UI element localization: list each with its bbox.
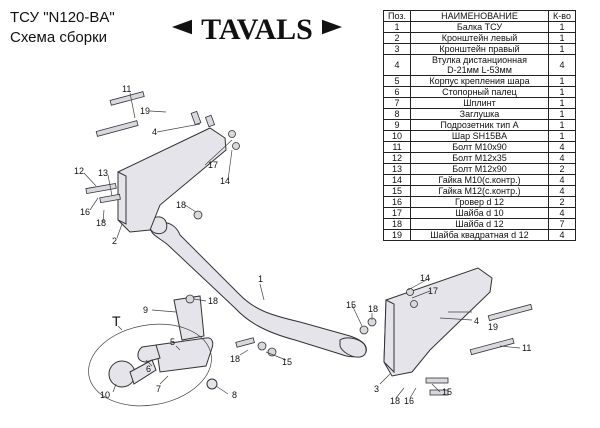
- callout-17b: 17: [428, 286, 438, 296]
- row-name-line: Заглушка: [459, 109, 500, 119]
- tavals-logo: TAVALS: [172, 10, 342, 46]
- row-name-line: Болт М10х90: [452, 142, 507, 152]
- logo-text: TAVALS: [201, 13, 313, 46]
- callout-7: 7: [156, 384, 161, 394]
- ball-mount: [137, 337, 214, 373]
- callout-19a: 19: [140, 106, 150, 116]
- row-name-line: Стопорный палец: [442, 87, 517, 97]
- callout-11b: 11: [522, 343, 531, 353]
- callout-1: 1: [258, 274, 263, 284]
- callout-18a: 18: [96, 218, 106, 228]
- row-name-line: Гровер d 12: [454, 197, 505, 207]
- row-name-line: Болт М12х90: [452, 164, 507, 174]
- callout-16a: 16: [80, 207, 90, 217]
- row-name-line: Подрозетник тип А: [440, 120, 519, 130]
- callout-18c: 18: [208, 296, 218, 306]
- row-name-line: Гайка М12(с.контр.): [438, 186, 521, 196]
- row-name-line: Гайка М10(с.контр.): [438, 175, 521, 185]
- callout-18e: 18: [368, 304, 378, 314]
- callout-18f: 18: [390, 396, 400, 406]
- row-name-line: Шайба d 10: [455, 208, 504, 218]
- callout-16b: 16: [404, 396, 414, 406]
- callout-8: 8: [232, 390, 237, 400]
- row-name-line: Шайба квадратная d 12: [430, 230, 529, 240]
- row-name-line: Корпус крепления шара: [429, 76, 530, 86]
- bolts: [85, 91, 533, 396]
- callout-18b: 18: [176, 200, 186, 210]
- callout-labels: 1 2 3 4 4 5 6 7 8 9 10 11 11 12 13 14 14…: [74, 84, 531, 406]
- callout-9: 9: [143, 305, 148, 315]
- callout-15b: 15: [346, 300, 356, 310]
- callout-19b: 19: [488, 322, 498, 332]
- callout-6: 6: [146, 364, 151, 374]
- title-block: ТСУ "N120-BA" Схема сборки: [10, 8, 115, 48]
- row-name-line-2: D-21мм L-53мм: [447, 65, 512, 75]
- row-name-line: Болт М12х35: [452, 153, 507, 163]
- row-name-line: Шплинт: [463, 98, 496, 108]
- callout-4a: 4: [152, 127, 157, 137]
- leader-lines: [83, 92, 521, 399]
- callout-10: 10: [100, 390, 110, 400]
- callout-11a: 11: [122, 84, 131, 94]
- model-title: ТСУ "N120-BA": [10, 9, 115, 26]
- tow-beam: [149, 216, 367, 358]
- callout-T: T: [112, 313, 121, 329]
- row-name-line: Кронштейн левый: [441, 33, 518, 43]
- callout-14b: 14: [420, 273, 430, 283]
- assembly-subtitle: Схема сборки: [10, 29, 108, 46]
- callout-3: 3: [374, 384, 379, 394]
- row-name-line: Кронштейн правый: [439, 44, 520, 54]
- callout-12: 12: [74, 166, 84, 176]
- tow-ball: [108, 359, 218, 390]
- callout-17a: 17: [208, 160, 218, 170]
- callout-5: 5: [170, 337, 175, 347]
- table-header-row: Поз. НАИМЕНОВАНИЕ К-во: [383, 10, 576, 22]
- row-qty: 2: [548, 163, 576, 175]
- row-name-line: Балка ТСУ: [456, 22, 503, 32]
- row-name-line: Шайба d 12: [455, 219, 504, 229]
- row-name-line: Втулка дистанционная: [432, 55, 527, 65]
- detail-T: [88, 323, 212, 407]
- callout-4b: 4: [474, 316, 479, 326]
- callout-2: 2: [112, 236, 117, 246]
- callout-15c: 15: [442, 387, 452, 397]
- callout-18d: 18: [230, 354, 240, 364]
- row-name-line: Шар SH15BA: [451, 131, 508, 141]
- row-qty: 4: [548, 229, 576, 241]
- callout-13: 13: [98, 168, 108, 178]
- callout-14a: 14: [220, 176, 230, 186]
- callout-15a: 15: [282, 357, 292, 367]
